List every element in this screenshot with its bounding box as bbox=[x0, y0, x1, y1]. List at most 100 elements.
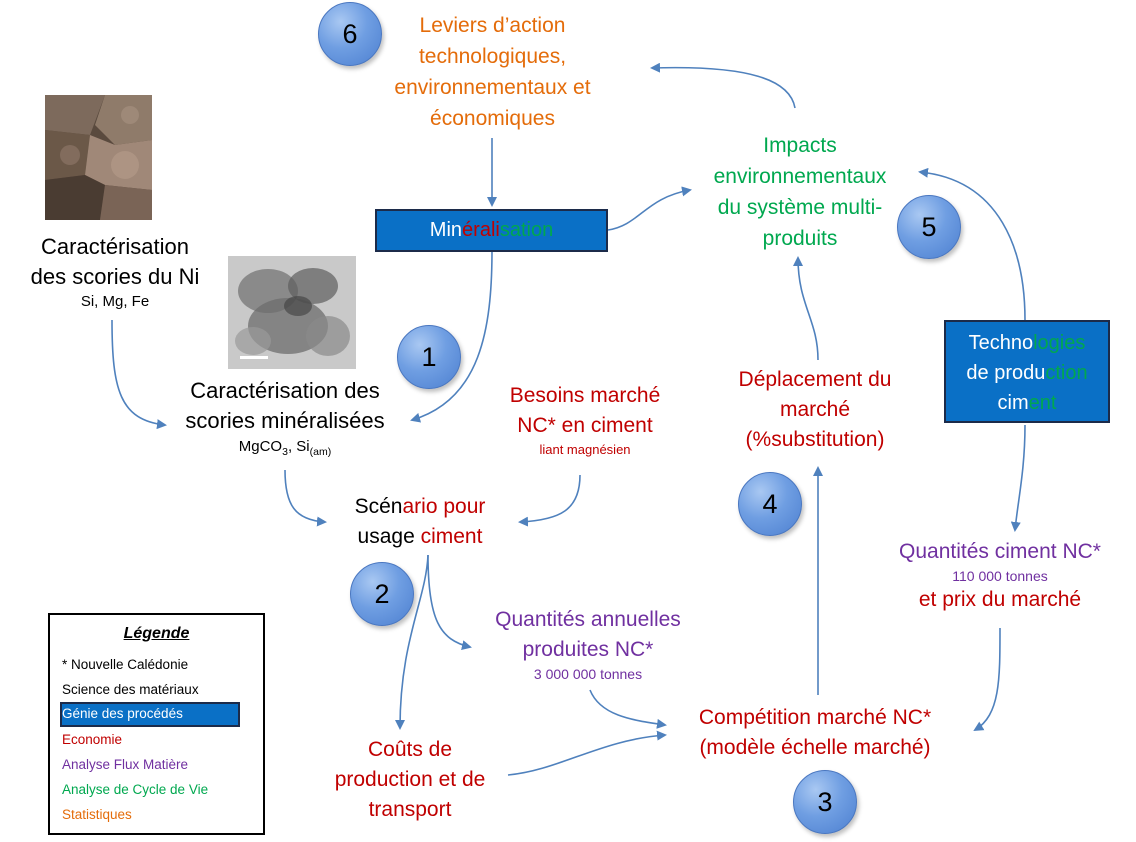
impacts-text: Impacts environnementaux du système mult… bbox=[680, 130, 920, 254]
arrow-scenario-to-quantites-annuelles bbox=[427, 554, 472, 651]
techno-3b: ent bbox=[1028, 392, 1057, 414]
arrow-impacts-to-leviers bbox=[650, 62, 796, 109]
technologies-line-3: ciment bbox=[946, 388, 1108, 418]
mineralisation-part-1: Min bbox=[429, 219, 463, 241]
step-3-number: 3 bbox=[817, 786, 833, 817]
deplacement-line-3: (%substitution) bbox=[745, 428, 885, 451]
leviers-line-4: économiques bbox=[430, 107, 555, 130]
impacts-line-2: environnementaux bbox=[713, 165, 887, 188]
technologies-line-2: de production bbox=[946, 358, 1108, 388]
carac-ni-line-1: Caractérisation bbox=[41, 234, 189, 259]
scenario-text: Scénario pour usage ciment bbox=[320, 492, 520, 552]
legend-item-genie-procedes-box bbox=[60, 702, 240, 727]
technologies-box: Technologies de production ciment bbox=[944, 320, 1110, 423]
quantites-ciment-line-1: Quantités ciment NC* bbox=[899, 540, 1101, 563]
step-3-circle: 3 bbox=[793, 770, 857, 834]
carac-ni-text: Caractérisation des scories du Ni Si, Mg… bbox=[10, 232, 220, 312]
legend-item-genie-procedes: Génie des procédés bbox=[62, 706, 183, 721]
step-4-circle: 4 bbox=[738, 472, 802, 536]
couts-line-1: Coûts de bbox=[367, 738, 453, 761]
legend-box: Légende * Nouvelle Calédonie Science des… bbox=[48, 613, 265, 835]
quantites-annuelles-line-1: Quantités annuelles bbox=[495, 608, 681, 631]
deplacement-line-2: marché bbox=[779, 398, 851, 421]
quantites-ciment-line-3: et prix du marché bbox=[918, 588, 1082, 611]
quantites-ciment-line-2: 110 000 tonnes bbox=[952, 568, 1048, 584]
formula-sub-am: (am) bbox=[309, 446, 332, 458]
quantites-annuelles-line-3: 3 000 000 tonnes bbox=[533, 666, 643, 682]
competition-line-1: Compétition marché NC* bbox=[698, 706, 932, 729]
competition-text: Compétition marché NC* (modèle échelle m… bbox=[665, 703, 965, 763]
legend-item-statistiques: Statistiques bbox=[62, 807, 132, 822]
couts-text: Coûts de production et de transport bbox=[310, 735, 510, 825]
carac-min-text: Caractérisation des scories minéralisées… bbox=[160, 376, 410, 463]
leviers-text: Leviers d’action technologiques, environ… bbox=[350, 10, 635, 134]
legend-item-nouvelle-caledonie: * Nouvelle Calédonie bbox=[62, 657, 189, 672]
legend-item-analyse-flux: Analyse Flux Matière bbox=[62, 757, 189, 772]
besoins-text: Besoins marché NC* en ciment liant magné… bbox=[470, 381, 700, 459]
impacts-line-3: du système multi- bbox=[717, 196, 883, 219]
techno-1b: logies bbox=[1033, 332, 1086, 354]
scenario-line-2: usage ciment bbox=[320, 522, 520, 552]
impacts-line-4: produits bbox=[762, 227, 838, 250]
microscopy-image bbox=[228, 256, 356, 369]
techno-1a: Techno bbox=[968, 332, 1034, 354]
step-5-circle: 5 bbox=[897, 195, 961, 259]
techno-2b: ction bbox=[1045, 362, 1088, 384]
legend-item-economie: Economie bbox=[62, 732, 123, 747]
deplacement-text: Déplacement du marché (%substitution) bbox=[700, 365, 930, 455]
arrow-carac-min-to-scenario bbox=[284, 469, 327, 527]
scenario-1b: ario pour bbox=[402, 495, 486, 518]
mineralisation-part-2: érali bbox=[462, 219, 500, 241]
step-5-number: 5 bbox=[921, 211, 937, 242]
besoins-line-2: NC* en ciment bbox=[517, 414, 653, 437]
arrow-deplacement-to-impacts bbox=[793, 256, 819, 361]
competition-line-2: (modèle échelle marché) bbox=[699, 736, 931, 759]
arrow-technologies-to-impacts bbox=[918, 167, 1026, 321]
carac-min-formula: MgCO3, Si(am) bbox=[160, 436, 410, 463]
arrow-quantites-ciment-to-competition bbox=[973, 627, 1001, 732]
legend-item-science-materiaux: Science des matériaux bbox=[62, 682, 199, 697]
arrow-besoins-to-scenario bbox=[518, 474, 581, 527]
step-2-circle: 2 bbox=[350, 562, 414, 626]
leviers-line-3: environnementaux et bbox=[394, 76, 591, 99]
carac-ni-line-2: des scories du Ni bbox=[30, 264, 200, 289]
deplacement-line-1: Déplacement du bbox=[738, 368, 892, 391]
scenario-2b: ciment bbox=[420, 525, 483, 548]
quantites-annuelles-line-2: produites NC* bbox=[522, 638, 654, 661]
formula-mgco: MgCO bbox=[238, 438, 283, 455]
step-2-number: 2 bbox=[374, 578, 390, 609]
besoins-line-1: Besoins marché bbox=[509, 384, 661, 407]
arrow-carac-ni-to-carac-min bbox=[111, 319, 167, 430]
legend-title: Légende bbox=[123, 625, 190, 642]
step-1-circle: 1 bbox=[397, 325, 461, 389]
couts-line-3: transport bbox=[368, 798, 452, 821]
step-6-circle: 6 bbox=[318, 2, 382, 66]
nickel-slag-photo bbox=[45, 95, 152, 220]
leviers-line-2: technologiques, bbox=[418, 45, 567, 68]
leviers-line-1: Leviers d’action bbox=[419, 14, 566, 37]
carac-min-line-1: Caractérisation des bbox=[190, 378, 380, 403]
quantites-annuelles-text: Quantités annuelles produites NC* 3 000 … bbox=[468, 605, 708, 683]
scenario-2a: usage bbox=[357, 525, 421, 548]
techno-3a: cim bbox=[997, 392, 1029, 414]
formula-si: , Si bbox=[287, 438, 310, 455]
techno-2a: de produ bbox=[966, 362, 1046, 384]
arrow-quantites-annuelles-to-competition bbox=[589, 689, 667, 729]
legend-item-acv: Analyse de Cycle de Vie bbox=[62, 782, 209, 797]
arrow-couts-to-competition bbox=[507, 730, 667, 776]
technologies-line-1: Technologies bbox=[946, 328, 1108, 358]
scenario-line-1: Scénario pour bbox=[320, 492, 520, 522]
impacts-line-1: Impacts bbox=[763, 134, 837, 157]
arrow-mineralisation-to-impacts bbox=[607, 186, 692, 231]
arrow-technologies-to-quantites-ciment bbox=[1010, 424, 1026, 532]
step-6-number: 6 bbox=[342, 18, 358, 49]
besoins-line-3: liant magnésien bbox=[539, 442, 631, 457]
arrow-scenario-to-couts bbox=[395, 554, 429, 730]
quantites-ciment-text: Quantités ciment NC* 110 000 tonnes et p… bbox=[870, 537, 1130, 615]
carac-min-line-2: scories minéralisées bbox=[185, 408, 385, 433]
couts-line-2: production et de bbox=[334, 768, 486, 791]
mineralisation-part-3: sation bbox=[499, 219, 554, 241]
formula-sub-3: 3 bbox=[282, 446, 288, 458]
